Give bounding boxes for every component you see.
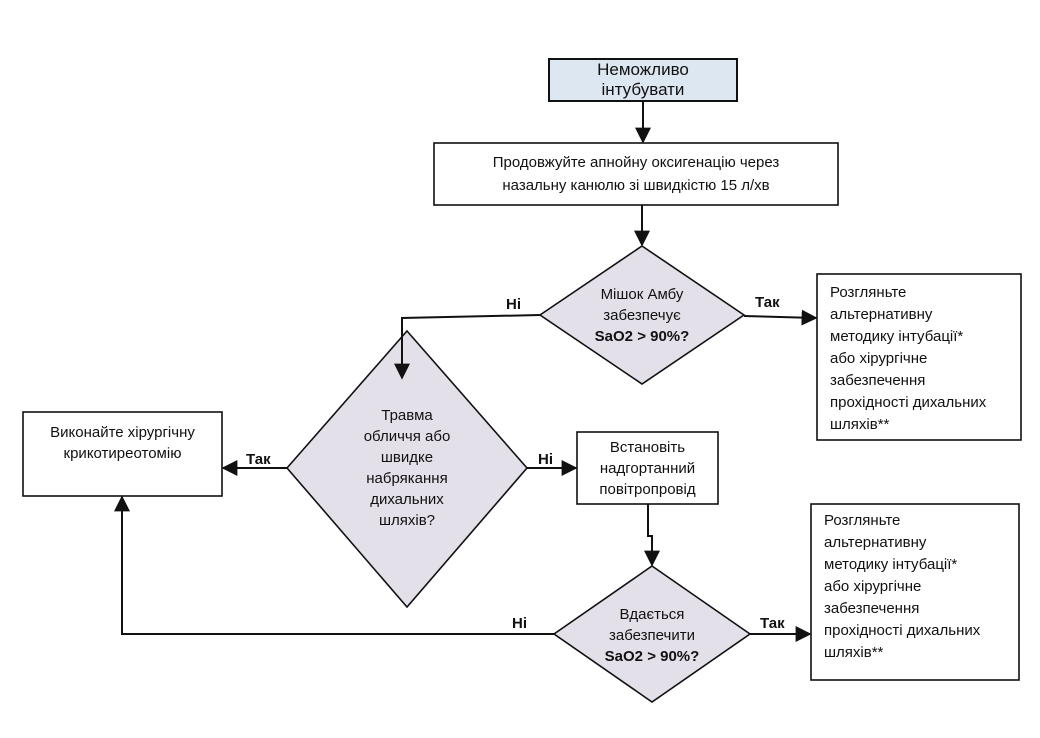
sao2-decision-diamond [552, 565, 752, 703]
start-label: Неможливо інтубувати [597, 60, 689, 99]
arrow-ambu-yes [743, 309, 818, 326]
edge-label-sao2-no: Ні [512, 615, 527, 632]
arrow-ambu-no [394, 314, 541, 380]
alt-method-1-label: Розгляньте альтернативну методику інтуба… [830, 284, 987, 433]
ambu-question-text: Мішок Амбу забезпечує [600, 285, 684, 324]
edge-label-sao2-yes: Так [760, 615, 785, 632]
ambu-question-label: Мішок Амбу забезпечує SaO2 > 90%? [580, 270, 704, 360]
alt-method-box-2 [810, 503, 1020, 681]
sao2-question-sao2: SaO2 > 90%? [604, 647, 700, 665]
supraglottic-label: Встановіть надгортанний повітропровід [599, 438, 696, 498]
arrow-supra-to-sao2 [644, 504, 660, 567]
arrow-sao2-no [114, 495, 554, 635]
oxygenation-label: Продовжуйте апнойну оксигенацію через на… [492, 154, 780, 194]
edge-label-trauma-no: Ні [538, 451, 553, 468]
trauma-decision-diamond [285, 329, 529, 609]
alt-method-box-1 [816, 273, 1022, 441]
alt-method-2-label: Розгляньте альтернативну методику інтуба… [824, 512, 981, 661]
edge-label-trauma-yes: Так [246, 451, 271, 468]
oxygenation-box [433, 142, 839, 206]
ambu-decision-diamond [538, 245, 746, 385]
trauma-question-label: Травма обличчя або швидке набрякання дих… [363, 407, 451, 529]
cricothyrotomy-label: Виконайте хірургічну крикотиреотомію [50, 424, 195, 462]
sao2-question-label: Вдається забезпечити SaO2 > 90%? [590, 596, 714, 674]
edge-label-ambu-yes: Так [755, 294, 780, 311]
edge-label-ambu-no: Ні [506, 296, 521, 313]
start-box [548, 58, 738, 102]
ambu-question-sao2: SaO2 > 90%? [594, 327, 690, 345]
sao2-question-text: Вдається забезпечити [609, 605, 695, 644]
